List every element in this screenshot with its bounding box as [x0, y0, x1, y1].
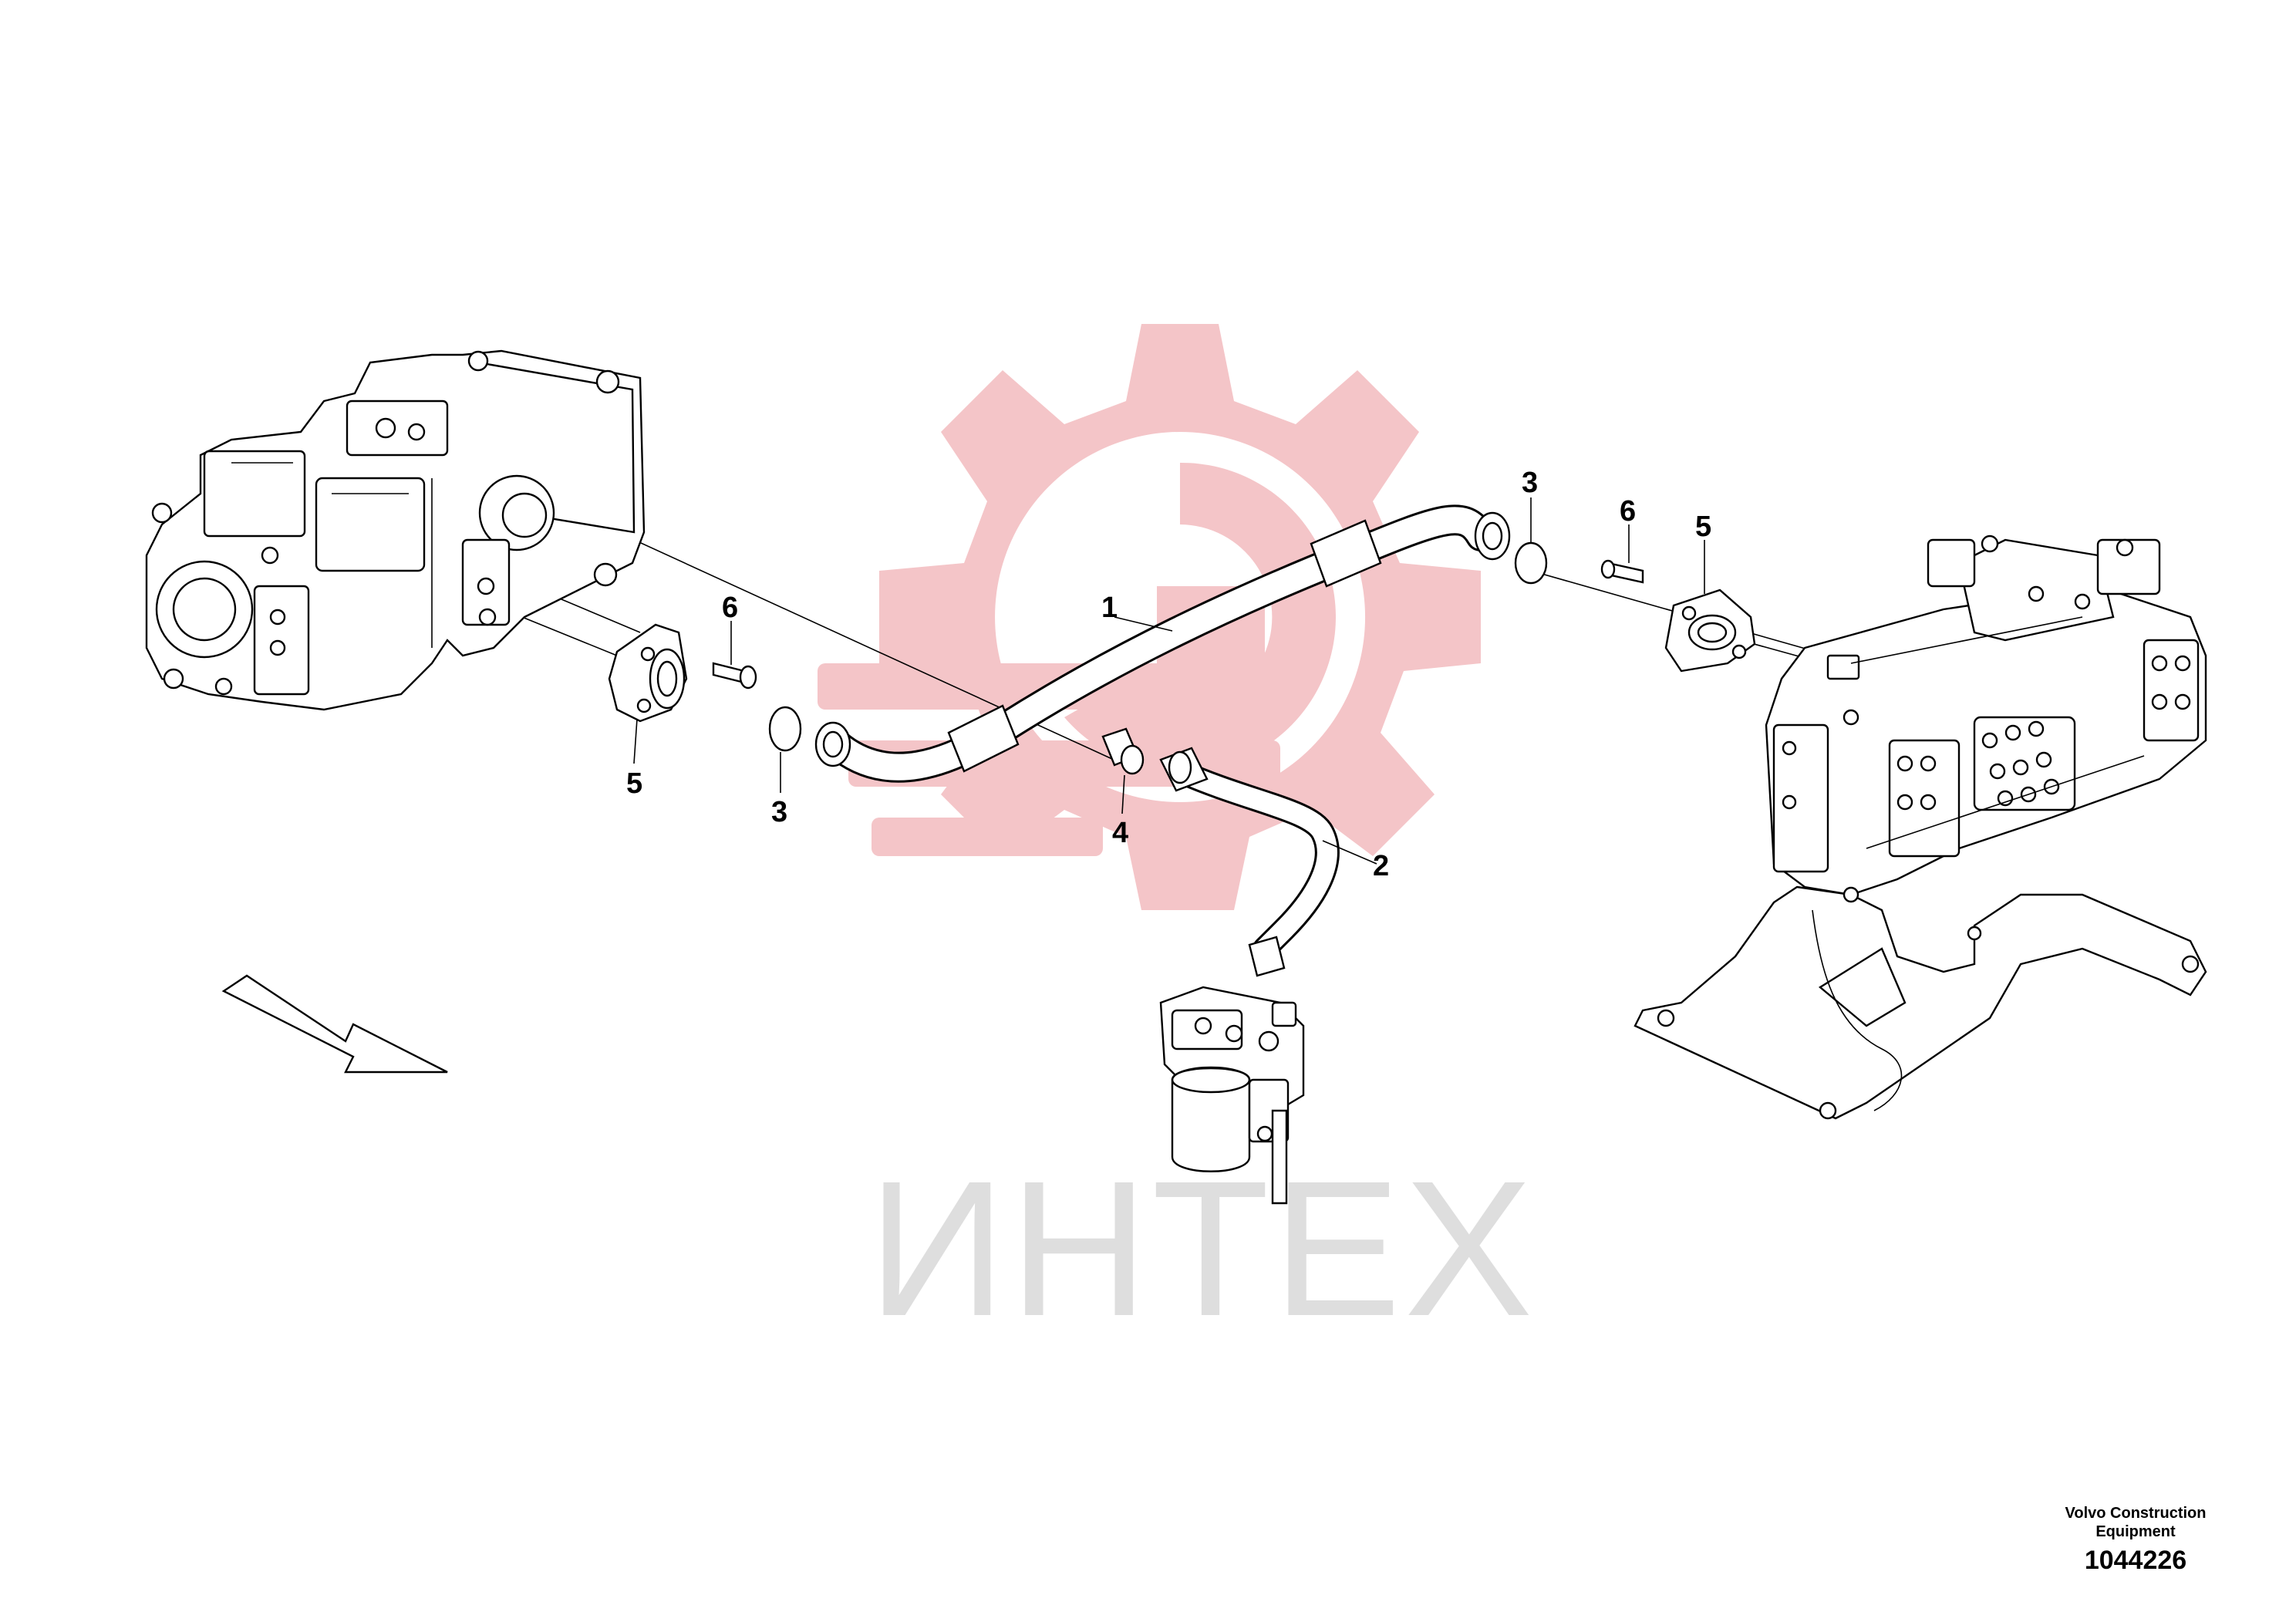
flange-right [1664, 588, 1756, 673]
callout-screw-right: 6 [1620, 495, 1636, 528]
hose-2 [1159, 747, 1340, 977]
oring-right [1514, 541, 1548, 585]
screw-right [1600, 559, 1644, 584]
callout-leaders [633, 497, 1705, 865]
direction-arrow-icon [221, 974, 448, 1074]
manufacturer-label: Volvo Construction Equipment [2065, 1505, 2207, 1540]
callout-oring-left: 3 [771, 796, 787, 828]
valve-accumulator [1159, 986, 1305, 1205]
callout-oring-right: 3 [1522, 467, 1538, 499]
hose-1 [814, 504, 1511, 783]
watermark-gear [818, 324, 1481, 910]
callout-hose-1: 1 [1101, 592, 1118, 624]
hydraulic-pump [145, 349, 646, 711]
nipple [1101, 727, 1145, 775]
credit-block: Volvo Construction Equipment 1044226 [2035, 1504, 2236, 1576]
control-valve [1633, 534, 2207, 1120]
callout-screw-left: 6 [722, 592, 738, 624]
callout-nipple: 4 [1112, 817, 1128, 849]
watermark-text: ИНТЕХ [868, 1141, 1536, 1356]
callout-flange-left: 5 [626, 767, 642, 800]
flange-left [608, 623, 688, 723]
callout-hose-2: 2 [1373, 850, 1389, 882]
document-number: 1044226 [2084, 1546, 2187, 1575]
screw-left [712, 662, 757, 690]
oring-left [768, 706, 802, 752]
callout-flange-right: 5 [1695, 511, 1711, 543]
